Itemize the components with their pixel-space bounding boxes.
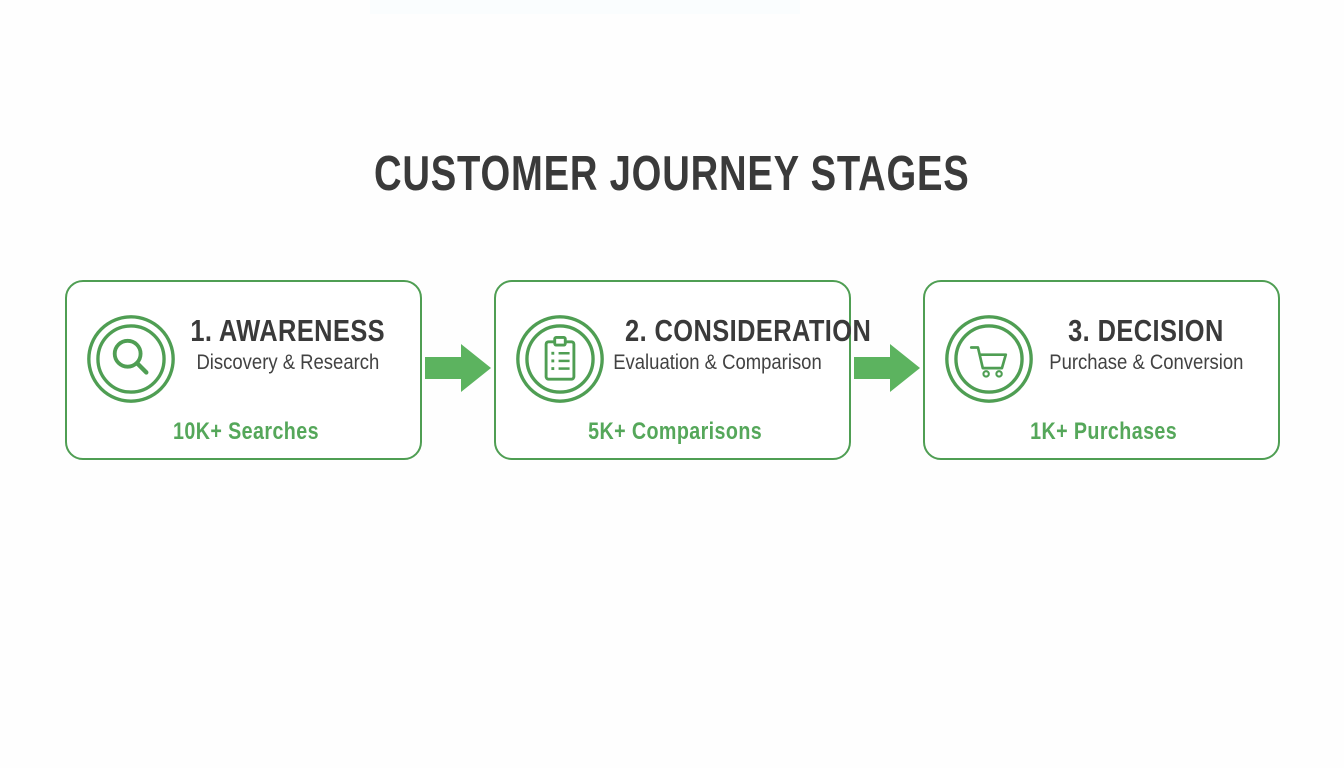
page-title: CUSTOMER JOURNEY STAGES: [0, 146, 1344, 202]
clipboard-icon: [514, 313, 606, 405]
stage-subtitle: Evaluation & Comparison: [612, 350, 822, 374]
arrow-right-icon: [853, 344, 920, 392]
stage-card-top: 2. CONSIDERATION Evaluation & Comparison: [514, 310, 871, 405]
stage-text-column: 2. CONSIDERATION Evaluation & Comparison: [598, 310, 871, 376]
stage-text-column: 3. DECISION Purchase & Conversion: [1027, 310, 1266, 376]
stage-subtitle: Purchase & Conversion: [1048, 350, 1244, 374]
stage-card-decision: 3. DECISION Purchase & Conversion 1K+ Pu…: [922, 280, 1280, 460]
stage-card-top: 3. DECISION Purchase & Conversion: [943, 310, 1266, 405]
cart-icon: [943, 313, 1035, 405]
stage-heading: 3. DECISION: [1068, 313, 1224, 348]
top-artifact: [370, 0, 800, 14]
stage-text-column: 1. AWARENESS Discovery & Research: [169, 310, 408, 376]
stages-row: 1. AWARENESS Discovery & Research 10K+ S…: [0, 280, 1344, 460]
stage-stat: 5K+ Comparisons: [587, 418, 763, 445]
magnifier-icon: [85, 313, 177, 405]
stage-card-consideration: 2. CONSIDERATION Evaluation & Comparison…: [493, 280, 871, 460]
arrow-right-icon: [424, 344, 491, 392]
page-title-text: CUSTOMER JOURNEY STAGES: [374, 147, 970, 201]
stage-stat: 10K+ Searches: [173, 418, 319, 445]
stage-card-awareness: 1. AWARENESS Discovery & Research 10K+ S…: [64, 280, 422, 460]
stage-card-top: 1. AWARENESS Discovery & Research: [85, 310, 408, 405]
stage-heading: 1. AWARENESS: [190, 313, 386, 348]
stage-subtitle: Discovery & Research: [196, 350, 380, 374]
stage-stat: 1K+ Purchases: [1030, 418, 1178, 445]
stage-heading: 2. CONSIDERATION: [624, 313, 871, 348]
